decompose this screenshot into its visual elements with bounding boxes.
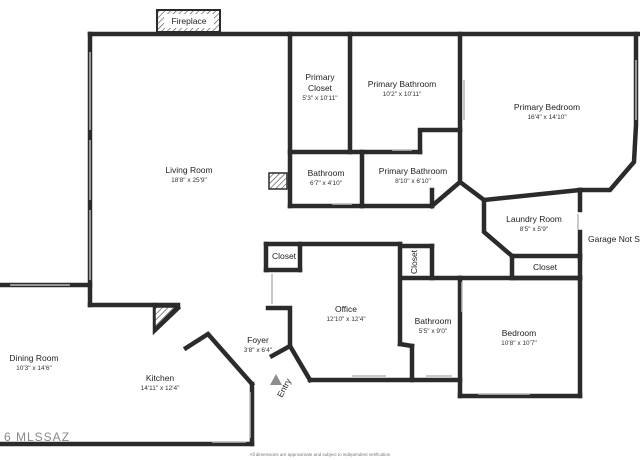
room-labels: Primary Closet 5'3" x 10'11" Primary Bat… <box>9 72 580 392</box>
closet-right-label: Closet <box>533 262 558 272</box>
bedroom-dims: 10'8" x 10'7" <box>501 340 537 347</box>
living-room-dims: 18'8" x 25'9" <box>171 177 207 184</box>
bathroom-small-dims: 6'7" x 4'10" <box>310 180 343 187</box>
closet-middle-label: Closet <box>409 249 419 274</box>
walls <box>0 31 640 447</box>
office-label: Office <box>335 304 357 314</box>
windows <box>10 52 637 443</box>
bathroom-small-label: Bathroom <box>308 168 345 178</box>
living-room-label: Living Room <box>165 165 212 175</box>
garage-label: Garage Not S <box>588 234 640 244</box>
closet-left-label: Closet <box>272 251 297 261</box>
bathroom-lower-dims: 5'5" x 9'0" <box>419 328 448 335</box>
living-room-fixture <box>268 172 288 190</box>
entry-arrow-icon <box>270 374 282 385</box>
kitchen-label: Kitchen <box>146 373 175 383</box>
bathroom-lower-label: Bathroom <box>415 316 452 326</box>
mls-watermark: 6 MLSSAZ <box>4 430 70 444</box>
laundry-room-dims: 8'5" x 5'9" <box>520 226 549 233</box>
primary-bathroom-main-dims: 10'2" x 10'11" <box>383 91 422 98</box>
primary-bathroom-secondary-dims: 8'10" x 6'10" <box>395 178 431 185</box>
laundry-room-label: Laundry Room <box>506 214 562 224</box>
kitchen-fixture <box>154 306 178 330</box>
foyer-dims: 3'8" x 6'4" <box>244 347 273 354</box>
dining-room-label: Dining Room <box>9 353 58 363</box>
primary-closet-label-1: Primary <box>305 72 335 82</box>
office-dims: 12'10" x 12'4" <box>326 316 366 323</box>
primary-closet-label-2: Closet <box>308 83 333 93</box>
kitchen-dims: 14'11" x 12'4" <box>141 385 180 392</box>
foyer-label: Foyer <box>247 335 269 345</box>
primary-closet-dims: 5'3" x 10'11" <box>302 95 338 102</box>
primary-bedroom-label: Primary Bedroom <box>514 102 580 112</box>
bedroom-label: Bedroom <box>502 328 537 338</box>
disclaimer-text: All dimensions are approximate and subje… <box>250 452 391 457</box>
primary-bathroom-main-label: Primary Bathroom <box>368 79 437 89</box>
primary-bathroom-secondary-label: Primary Bathroom <box>379 166 448 176</box>
fireplace-label: Fireplace <box>172 16 207 26</box>
primary-bedroom-dims: 16'4" x 14'10" <box>527 114 567 121</box>
dining-room-dims: 10'3" x 14'6" <box>16 365 52 372</box>
